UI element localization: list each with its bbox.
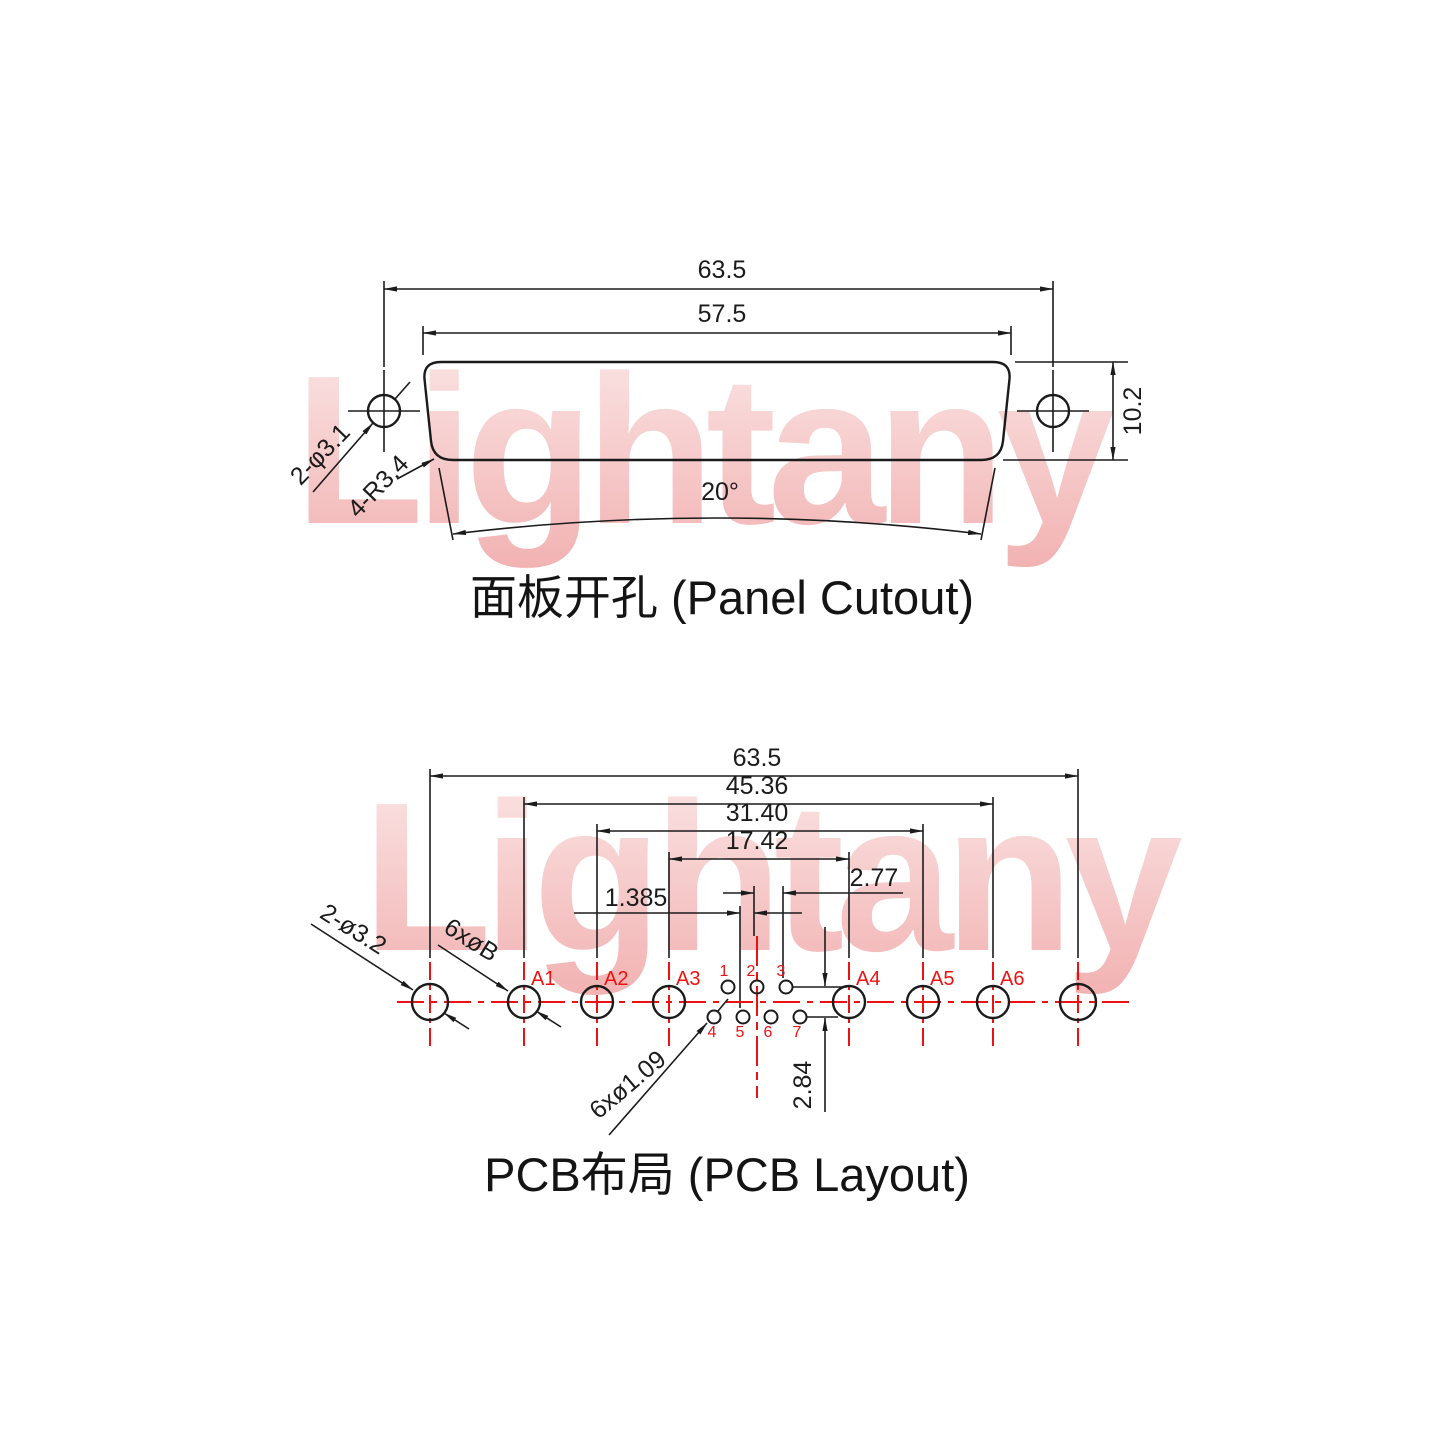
watermark-text-top: Lightany [294, 331, 1113, 568]
pcb-layout-title: PCB布局 (PCB Layout) [484, 1148, 970, 1201]
panel-dim-angle-text: 20° [701, 478, 739, 506]
panel-mount-hole-left [348, 370, 420, 452]
panel-dim-63-5-text: 63.5 [698, 256, 747, 284]
coax-label-a3: A3 [676, 968, 700, 990]
panel-mount-hole-right [1017, 370, 1089, 452]
pin-label-6: 6 [764, 1024, 773, 1041]
pcb-dim-31-40-text: 31.40 [726, 799, 789, 827]
pin-label-5: 5 [736, 1024, 745, 1041]
coax-label-a5: A5 [930, 968, 954, 990]
pin-label-3: 3 [777, 963, 786, 980]
pin-label-7: 7 [793, 1024, 802, 1041]
pcb-dim-2-84: 2.84 [789, 927, 847, 1112]
panel-dim-angle: 20° [438, 467, 996, 541]
signal-pin-4 [706, 1009, 722, 1025]
panel-dim-57-5: 57.5 [422, 300, 1012, 355]
pin-label-1: 1 [720, 963, 729, 980]
watermark-layer: Lightany Lightany [294, 331, 1190, 995]
coax-hole-a4 [831, 984, 867, 1020]
panel-dim-10-2-text: 10.2 [1119, 387, 1147, 436]
signal-pin-2 [749, 979, 765, 995]
signal-pin-3 [778, 979, 794, 995]
pcb-mount-hole-left [410, 982, 450, 1022]
signal-pin-labels: 1 2 3 4 5 6 7 [708, 963, 802, 1041]
signal-pin-7 [792, 1009, 808, 1025]
signal-pin-5 [735, 1009, 751, 1025]
pcb-dim-1-385: 1.385 [574, 884, 802, 1008]
pcb-dim-1-385-text: 1.385 [605, 884, 668, 912]
pin-label-2: 2 [747, 963, 756, 980]
panel-cutout-outline [423, 360, 1011, 462]
pcb-dim-31-40: 31.40 [596, 799, 924, 958]
pcb-mount-hole-right [1058, 982, 1098, 1022]
panel-dim-57-5-text: 57.5 [698, 300, 747, 328]
watermark-text-bottom: Lightany [362, 758, 1181, 995]
pcb-dim-17-42-text: 17.42 [726, 827, 789, 855]
signal-pin-leader: 6xø1.09 [584, 998, 729, 1136]
panel-dim-10-2: 10.2 [1003, 361, 1147, 461]
pcb-dim-2-84-text: 2.84 [789, 1061, 817, 1110]
panel-dim-63-5: 63.5 [383, 256, 1054, 367]
coax-label-a2: A2 [604, 968, 628, 990]
coax-hole-a2 [579, 984, 615, 1020]
coax-label-a1: A1 [531, 968, 555, 990]
pcb-signal-pins [706, 979, 808, 1025]
pcb-dim-63-5: 63.5 [429, 744, 1079, 958]
coax-hole-a3 [651, 984, 687, 1020]
pcb-dim-2-77: 2.77 [723, 864, 903, 978]
signal-pin-6 [763, 1009, 779, 1025]
coax-label-a4: A4 [856, 968, 880, 990]
pcb-dim-63-5-text: 63.5 [733, 744, 782, 772]
pcb-dim-45-36: 45.36 [523, 772, 994, 958]
signal-pin-1 [720, 979, 736, 995]
coax-hole-labels: A1 A2 A3 A4 A5 A6 [531, 968, 1024, 990]
pcb-holes [410, 982, 1098, 1022]
pcb-dim-45-36-text: 45.36 [726, 772, 789, 800]
panel-cutout-title: 面板开孔 (Panel Cutout) [470, 571, 974, 624]
coax-hole-a1 [506, 984, 542, 1020]
coax-hole-a6 [975, 984, 1011, 1020]
coax-hole-a5 [905, 984, 941, 1020]
coax-label-a6: A6 [1000, 968, 1024, 990]
pin-label-4: 4 [708, 1024, 717, 1041]
pcb-dim-17-42: 17.42 [668, 827, 850, 958]
pcb-dim-2-77-text: 2.77 [850, 864, 899, 892]
